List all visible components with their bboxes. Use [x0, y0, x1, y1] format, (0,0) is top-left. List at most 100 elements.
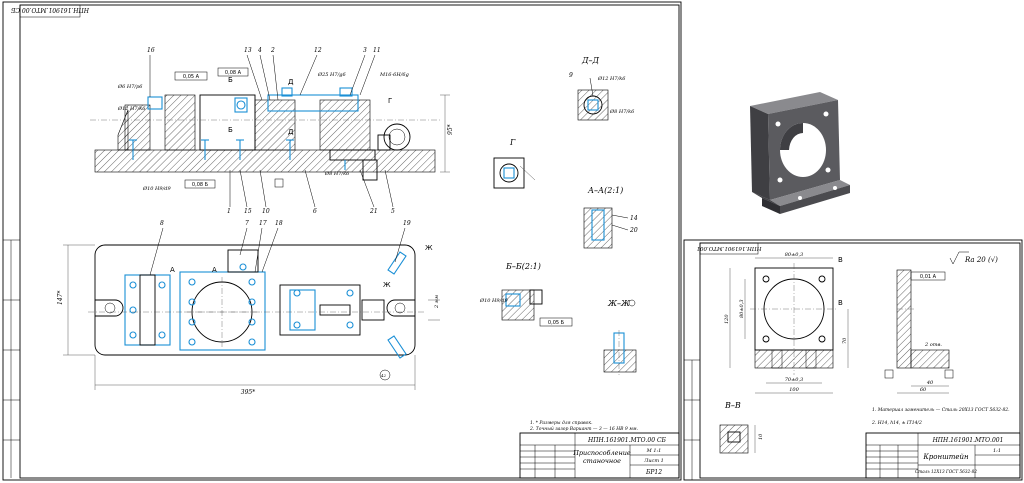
callout-8: 8 [160, 220, 164, 227]
roughness-mark: Ra 20 (√) [964, 256, 998, 264]
callout-19: 19 [403, 220, 411, 227]
sheet2-dim-d11: 2 отв. [924, 342, 942, 348]
callout-15: 15 [244, 208, 252, 215]
sheet2-dim-d1: 80±0,3 [785, 252, 804, 258]
cut-x-bottom: Ж [383, 281, 391, 289]
title-block-2: НПН.161901.МТО.001 Кронштейн Сталь 12Х13… [865, 432, 1021, 479]
sheet2-dim-d8: 60 [920, 387, 927, 393]
cut-v-top: В [838, 256, 843, 264]
plan-view: А А Ж Ж 42 395* 147* 2 мм [57, 244, 440, 396]
sheet2-dim-d3: 120 [724, 314, 730, 324]
section-dd: Д–Д 9 Ø12 H7/k6 Ø8 H7/k6 [569, 56, 635, 121]
callout-1: 1 [227, 208, 231, 215]
tb1-scale: М 1:1 [646, 448, 662, 454]
callout-42: 42 [380, 373, 387, 378]
fit-f1: Ø6 H7/p6 [117, 83, 143, 90]
section-aa: А–А(2:1) 14 20 [583, 186, 638, 249]
sheet-part: НПН.161901.МТО.001 Ra 20 (√) 80±0,3 80±0… [683, 239, 1023, 481]
fit-f2: Ø12 H7/k6 [117, 105, 146, 112]
tb1-sheet: Лист 1 [643, 458, 664, 464]
callout-12: 12 [314, 47, 322, 54]
callout-9: 9 [569, 72, 573, 79]
section-aa-label: А–А(2:1) [587, 186, 623, 195]
callout-21: 21 [369, 208, 378, 215]
fit-f6b: Ø10 H9/d9 [479, 297, 508, 304]
section-bb: Б–Б(2:1) 0,05 Б Ø10 H9/d9 [479, 262, 573, 327]
tb1-name1: Приспособление [572, 449, 631, 457]
callout-14: 14 [630, 215, 638, 222]
section-bb-label: Б–Б(2:1) [505, 262, 541, 271]
cut-d-top: Д [288, 78, 294, 86]
cut-x-top: Ж [425, 244, 433, 252]
sheet2-dim-d5: 100 [789, 387, 799, 393]
sheet1-stamp-code: НПН.161901.МТО.00 СБ [10, 6, 90, 13]
tb1-name2: станочное [583, 457, 621, 465]
section-xx-label: Ж–Ж [607, 299, 631, 308]
view-g: Г [493, 138, 536, 189]
callout-5: 5 [391, 208, 395, 215]
view-g-label: Г [509, 138, 516, 147]
callout-3: 3 [363, 47, 367, 54]
tol-t4: 0,05 Б [548, 320, 565, 326]
section-dd-label: Д–Д [581, 56, 600, 65]
sheet2-note-1: 1. Материал заменитель — Сталь 20Х13 ГОС… [872, 407, 1010, 413]
fit-f7: Ø12 H7/k6 [597, 75, 626, 82]
tb2-material: Сталь 12Х13 ГОСТ 5632-82 [915, 469, 977, 474]
bracket-3d-render [750, 92, 850, 214]
section-xx: Ж–Ж [603, 299, 637, 375]
sheet2-note-2: 2. Н14, h14, ± IT14/2 [871, 420, 922, 426]
callout-18: 18 [275, 220, 283, 227]
sheet2-dim-d2: 80±0,3 [739, 299, 745, 318]
callout-6: 6 [313, 208, 317, 215]
fit-f3: Ø25 H7/g6 [317, 71, 346, 78]
fit-f4: M16-6H/6g [379, 72, 409, 78]
tb2-code: НПН.161901.МТО.001 [932, 437, 1004, 444]
bracket-front-view: 80±0,3 80±0,3 120 70±0,3 100 70 В В [724, 252, 849, 394]
tol-t3: 0,08 Б [192, 182, 209, 188]
section-vv: В–В 10 [719, 401, 764, 454]
fit-f6: Ø10 H9/d9 [142, 185, 171, 192]
callout-16: 16 [147, 47, 155, 54]
tb1-group: БР12 [645, 469, 662, 476]
section-vv-label: В–В [724, 401, 741, 410]
fit-f5: Ø8 H7/k6 [324, 170, 350, 177]
tb1-code: НПН.161901.МТО.00 СБ [587, 437, 667, 444]
callout-11: 11 [373, 47, 381, 54]
callout-13: 13 [244, 47, 252, 54]
tol-t1: 0,05 A [183, 74, 200, 80]
sheet2-dim-d9: 10 [758, 433, 764, 440]
cut-d-bottom: Д [288, 128, 294, 136]
callout-10: 10 [262, 208, 270, 215]
dim-height: 147* [57, 291, 64, 305]
sheet-assembly: НПН.161901.МТО.00 СБ [2, 1, 682, 481]
tb2-scale: 1:1 [993, 448, 1001, 454]
sheet2-tol-t2: 0,01 А [920, 274, 937, 280]
callout-2: 2 [270, 47, 275, 54]
dim-width: 395* [241, 389, 255, 396]
cut-a-right: А [212, 266, 217, 274]
dim-v1: 2 мм [434, 295, 440, 309]
title-block-1: НПН.161901.МТО.00 СБ Приспособление стан… [519, 432, 680, 479]
cut-b-bottom: Б [228, 126, 233, 134]
sheet2-stamp-code: НПН.161901.МТО.001 [697, 245, 763, 251]
callout-7: 7 [245, 220, 249, 227]
sheet2-dim-d7: 40 [926, 380, 934, 386]
sheet1-note-1: 1. * Размеры для справок. [530, 420, 593, 426]
front-view: 95* 0,05 A 0,08 A 0,08 Б Ø6 H7/p6 Ø12 H7… [90, 67, 454, 192]
tol-t2: 0,08 A [225, 70, 242, 76]
callout-17: 17 [259, 220, 267, 227]
callout-4: 4 [257, 47, 262, 54]
cut-g: Г [388, 97, 392, 105]
cut-a-left: А [170, 266, 175, 274]
sheet2-dim-d6: 70 [842, 337, 848, 344]
dim-side: 95* [447, 124, 454, 135]
bracket-side-view: 0,01 А 40 60 2 отв. [884, 269, 954, 394]
sheet1-note-2: 2. Точный зазор Вариант — 3 — 16 HB 9 мм… [529, 426, 639, 432]
callout-20: 20 [629, 227, 638, 234]
fit-f8: Ø8 H7/k6 [609, 108, 635, 115]
sheet2-dim-d4: 70±0,3 [785, 377, 804, 383]
tb2-name: Кронштейн [922, 453, 969, 461]
cut-b-top: Б [228, 76, 233, 84]
callout-leaders [149, 54, 394, 208]
